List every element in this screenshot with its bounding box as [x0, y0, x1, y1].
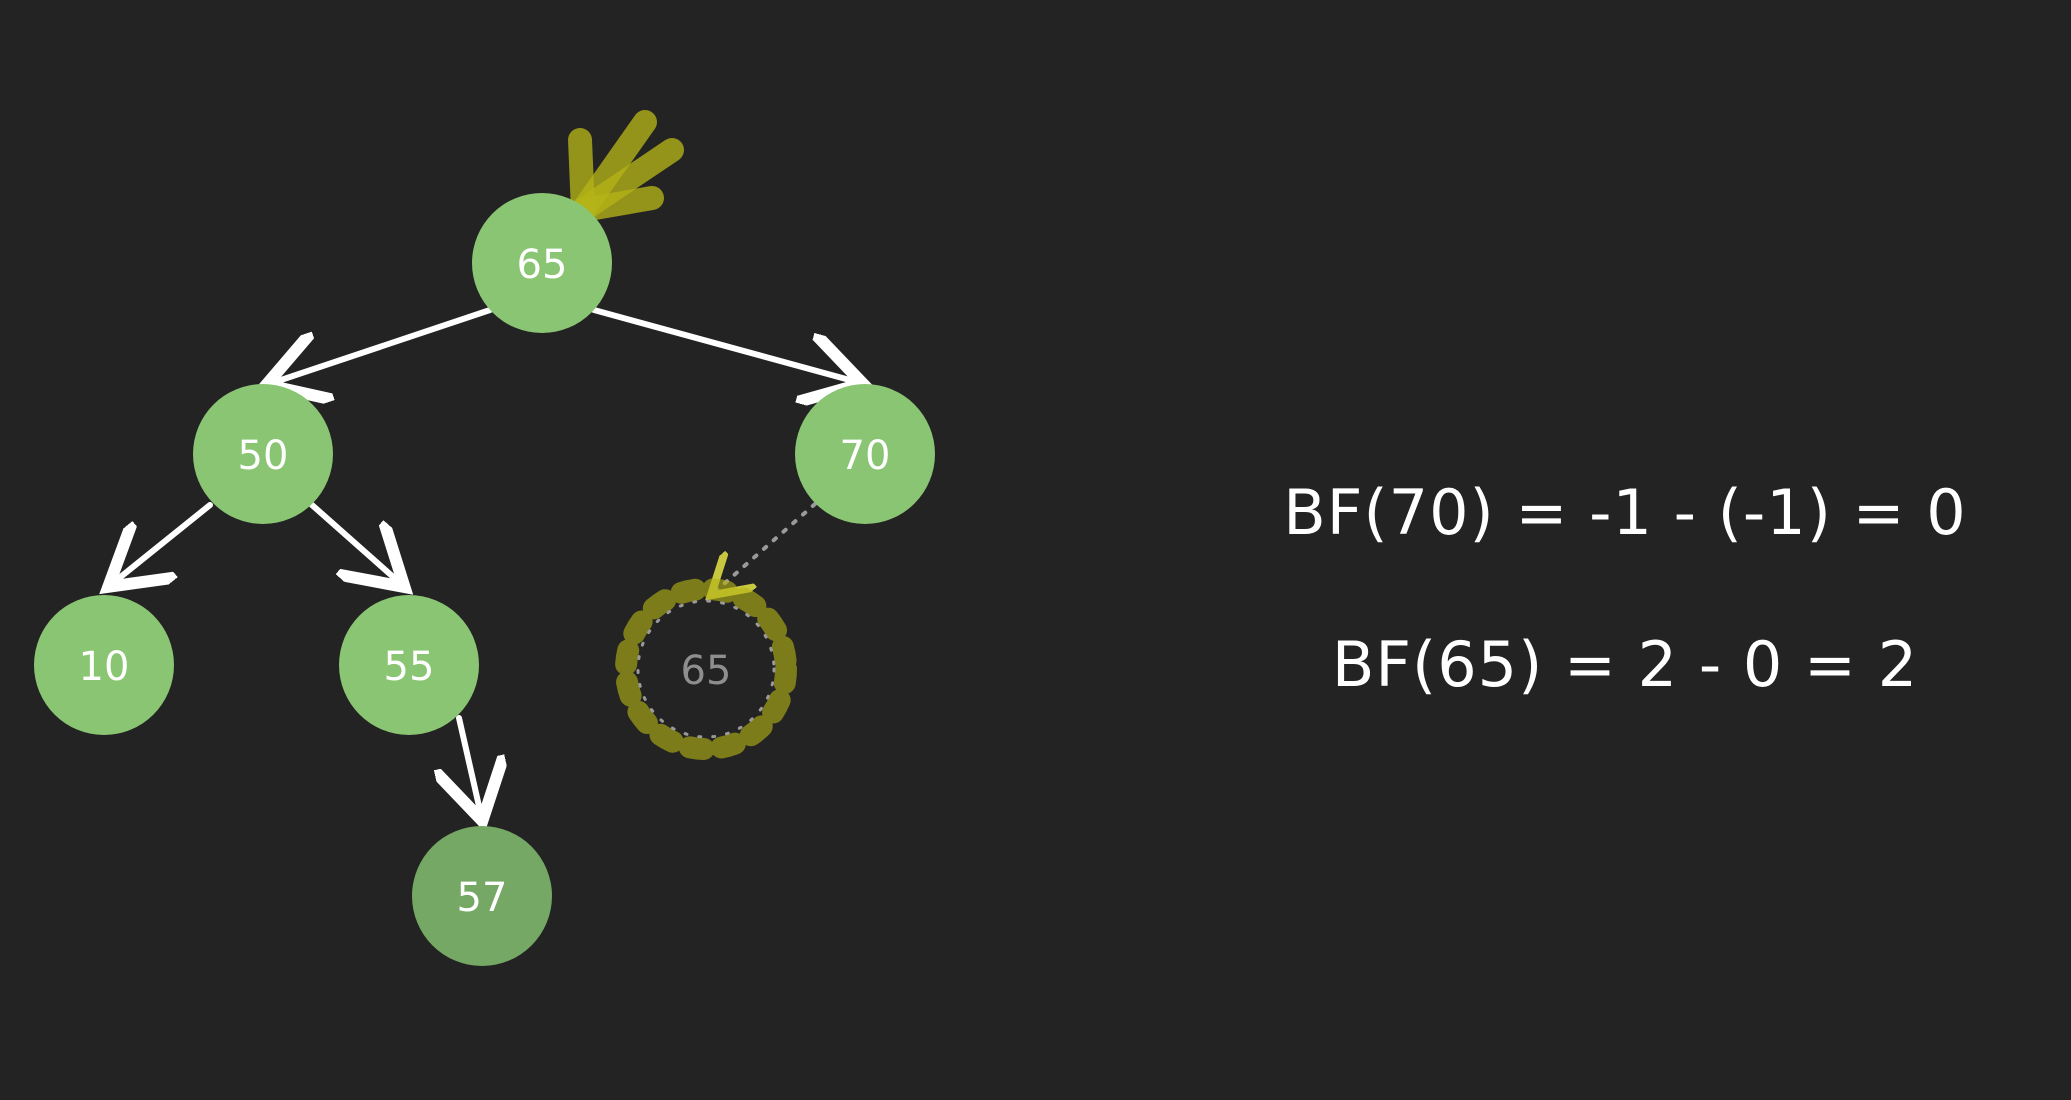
node-label: 65: [517, 242, 568, 288]
tree-node-root[interactable]: 65: [472, 193, 612, 333]
balance-factor-70-formula: BF(70) = -1 - (-1) = 0: [1283, 476, 1967, 549]
edge-50-10: [113, 502, 213, 583]
tree-node-10[interactable]: 10: [34, 595, 174, 735]
node-label: 70: [840, 433, 891, 479]
edge-70-ghost-dotted: [717, 502, 817, 590]
edge-65-50: [272, 307, 493, 383]
node-label: 50: [238, 433, 289, 479]
tree-node-57[interactable]: 57: [412, 826, 552, 966]
edge-65-70: [591, 307, 857, 382]
balance-factor-65-formula: BF(65) = 2 - 0 = 2: [1331, 628, 1919, 701]
ghost-node-65: 65: [615, 578, 797, 760]
node-label: 10: [79, 644, 130, 690]
hand-drawn-arrow-icon: [568, 110, 684, 222]
node-label: 57: [457, 875, 508, 921]
edge-55-57: [459, 715, 481, 815]
tree-node-55[interactable]: 55: [339, 595, 479, 735]
tree-node-70[interactable]: 70: [795, 384, 935, 524]
ghost-node-label: 65: [681, 648, 732, 694]
tree-node-50[interactable]: 50: [193, 384, 333, 524]
edge-50-55: [309, 502, 400, 583]
node-label: 55: [384, 644, 435, 690]
